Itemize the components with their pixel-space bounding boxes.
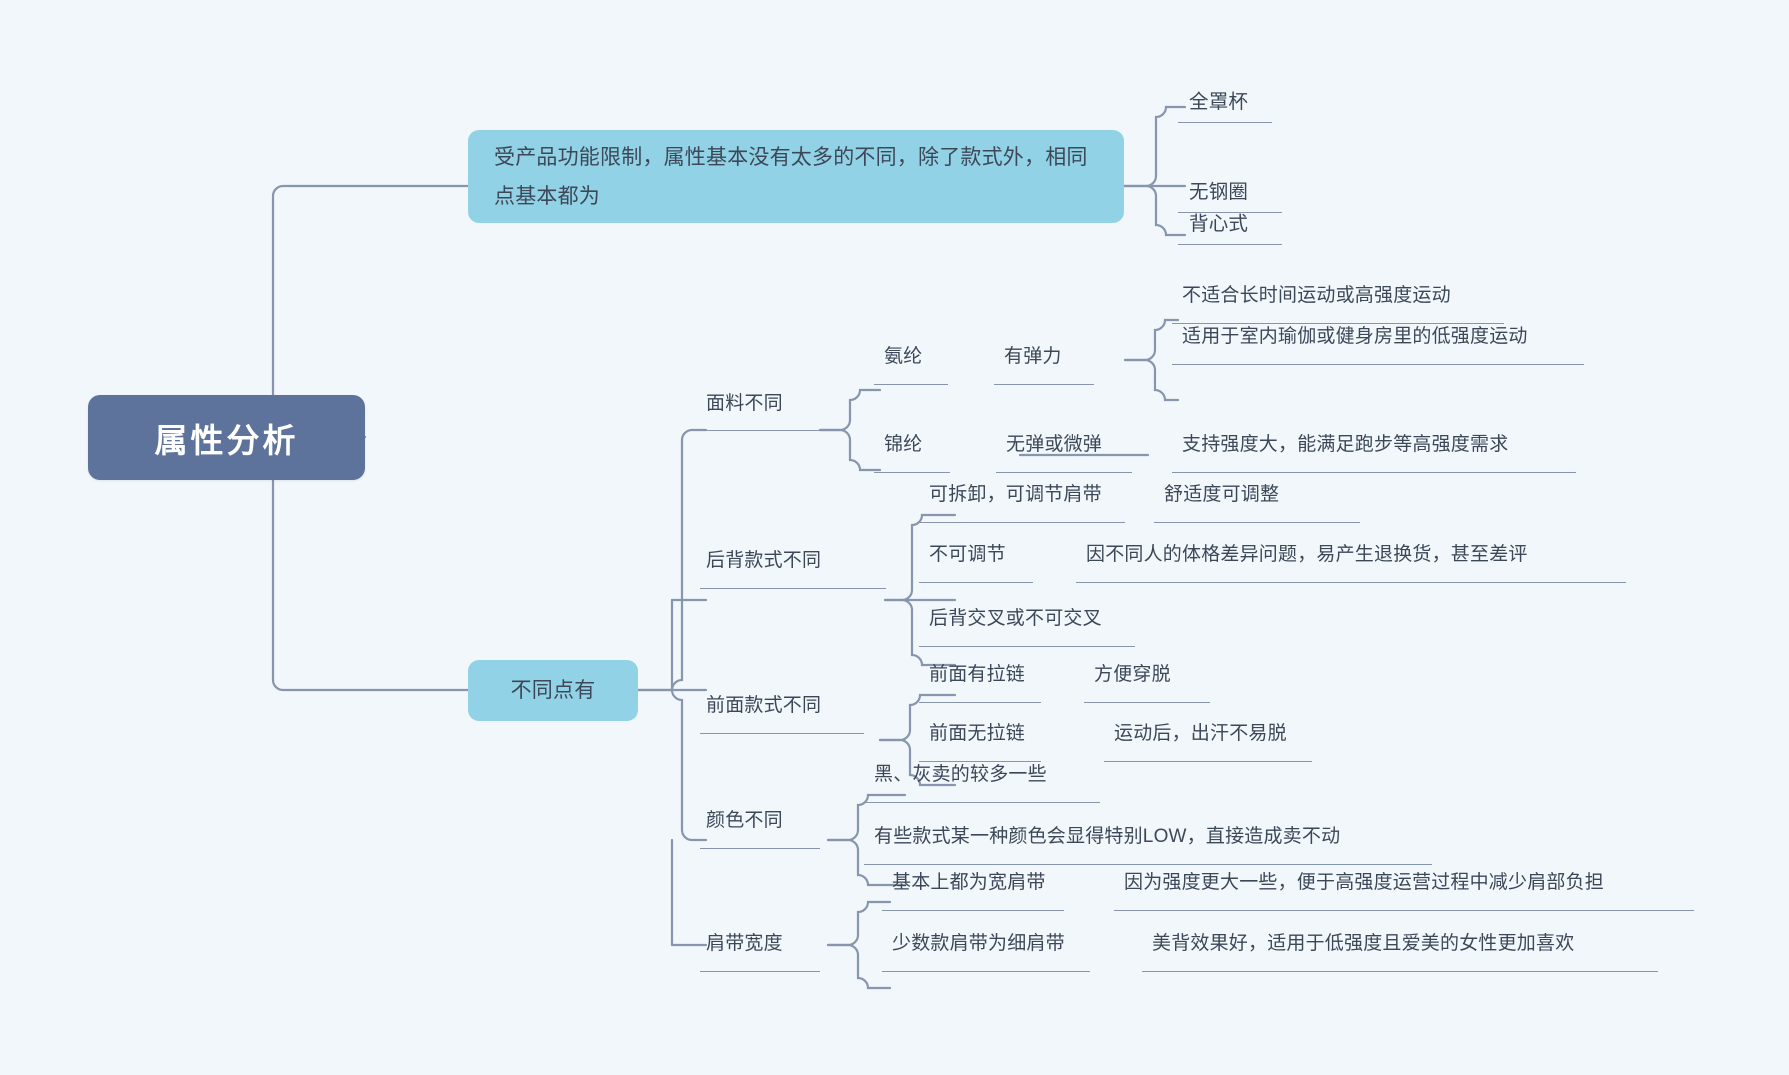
leaf-wireless[interactable]: 无钢圈 [1185, 176, 1252, 208]
item-underline [919, 522, 1125, 523]
item-detachable-strap[interactable]: 可拆卸，可调节肩带 [925, 483, 1106, 511]
group-color[interactable]: 颜色不同 [706, 805, 783, 831]
group-fabric-label: 面料不同 [706, 392, 783, 414]
leaf-wireless-label: 无钢圈 [1189, 181, 1249, 203]
leaf-vest-style-label: 背心式 [1189, 213, 1249, 235]
item-thin-strap[interactable]: 少数款肩带为细肩带 [888, 932, 1069, 960]
item-cross-back[interactable]: 后背交叉或不可交叉 [925, 607, 1106, 635]
item-nylon-property-label: 无弹或微弹 [1006, 434, 1103, 455]
item-underline [882, 910, 1064, 911]
item-wide-strap-label: 基本上都为宽肩带 [892, 872, 1046, 893]
group-underline [700, 733, 864, 734]
item-detachable-strap-label: 可拆卸，可调节肩带 [929, 484, 1102, 505]
group-back-style-label: 后背款式不同 [706, 549, 822, 571]
item-underline [1154, 522, 1360, 523]
item-detachable-strap-property[interactable]: 舒适度可调整 [1160, 483, 1283, 511]
leaf-underline [1178, 244, 1282, 245]
item-underline [864, 864, 1432, 865]
leaf-underline [1178, 122, 1272, 123]
item-spandex-label: 氨纶 [884, 346, 923, 367]
item-underline [919, 646, 1135, 647]
leaf-full-cup[interactable]: 全罩杯 [1185, 86, 1252, 118]
item-underline [1104, 761, 1312, 762]
item-color-low-label: 有些款式某一种颜色会显得特别LOW，直接造成卖不动 [874, 826, 1341, 847]
note-underline [1172, 472, 1576, 473]
item-non-adjustable[interactable]: 不可调节 [925, 543, 1010, 571]
item-nylon[interactable]: 锦纶 [880, 433, 926, 461]
group-strap-width-label: 肩带宽度 [706, 932, 783, 954]
item-cross-back-label: 后背交叉或不可交叉 [929, 608, 1102, 629]
item-underline [1084, 702, 1210, 703]
note-spandex-1-label: 不适合长时间运动或高强度运动 [1182, 285, 1451, 306]
item-wide-strap-property[interactable]: 因为强度更大一些，便于高强度运营过程中减少肩部负担 [1120, 871, 1608, 899]
item-no-front-zipper-label: 前面无拉链 [929, 723, 1026, 744]
item-front-zipper-property[interactable]: 方便穿脱 [1090, 663, 1175, 691]
item-front-zipper[interactable]: 前面有拉链 [925, 663, 1029, 691]
group-strap-width[interactable]: 肩带宽度 [706, 928, 783, 954]
group-fabric[interactable]: 面料不同 [706, 388, 783, 414]
item-spandex[interactable]: 氨纶 [880, 345, 926, 373]
item-underline [919, 582, 1033, 583]
group-underline [700, 430, 820, 431]
item-underline [919, 702, 1041, 703]
item-underline [994, 384, 1094, 385]
item-spandex-property[interactable]: 有弹力 [1000, 345, 1066, 373]
group-underline [700, 848, 820, 849]
branch-different-points[interactable]: 不同点有 [468, 660, 638, 721]
item-spandex-property-label: 有弹力 [1004, 346, 1062, 367]
note-spandex-2[interactable]: 适用于室内瑜伽或健身房里的低强度运动 [1178, 325, 1532, 353]
note-nylon-1-label: 支持强度大，能满足跑步等高强度需求 [1182, 434, 1509, 455]
item-underline [1142, 971, 1658, 972]
leaf-underline [1178, 212, 1282, 213]
branch-same-points-label: 受产品功能限制，属性基本没有太多的不同，除了款式外，相同点基本都为 [494, 146, 1088, 208]
group-front-style-label: 前面款式不同 [706, 694, 822, 716]
item-front-zipper-label: 前面有拉链 [929, 664, 1026, 685]
item-thin-strap-label: 少数款肩带为细肩带 [892, 933, 1065, 954]
item-wide-strap[interactable]: 基本上都为宽肩带 [888, 871, 1050, 899]
leaf-full-cup-label: 全罩杯 [1189, 91, 1249, 113]
item-color-popular[interactable]: 黑、灰卖的较多一些 [870, 763, 1051, 791]
item-thin-strap-property[interactable]: 美背效果好，适用于低强度且爱美的女性更加喜欢 [1148, 932, 1578, 960]
item-nylon-property[interactable]: 无弹或微弹 [1002, 433, 1106, 461]
item-front-zipper-property-label: 方便穿脱 [1094, 664, 1171, 685]
item-nylon-label: 锦纶 [884, 434, 923, 455]
item-underline [996, 472, 1132, 473]
group-back-style[interactable]: 后背款式不同 [706, 545, 821, 571]
item-underline [882, 971, 1090, 972]
item-thin-strap-property-label: 美背效果好，适用于低强度且爱美的女性更加喜欢 [1152, 933, 1575, 954]
item-no-front-zipper[interactable]: 前面无拉链 [925, 722, 1029, 750]
item-no-front-zipper-property[interactable]: 运动后，出汗不易脱 [1110, 722, 1291, 750]
note-spandex-1[interactable]: 不适合长时间运动或高强度运动 [1178, 284, 1455, 312]
group-color-label: 颜色不同 [706, 809, 783, 831]
item-color-popular-label: 黑、灰卖的较多一些 [874, 764, 1047, 785]
note-underline [1172, 323, 1504, 324]
root-node-label: 属性分析 [154, 421, 299, 459]
item-color-low[interactable]: 有些款式某一种颜色会显得特别LOW，直接造成卖不动 [870, 825, 1344, 853]
branch-different-points-label: 不同点有 [510, 678, 596, 702]
item-underline [1114, 910, 1694, 911]
item-non-adjustable-property-label: 因不同人的体格差异问题，易产生退换货，甚至差评 [1086, 544, 1528, 565]
item-underline [874, 472, 950, 473]
item-underline [919, 761, 1041, 762]
root-node[interactable]: 属性分析 [88, 395, 365, 480]
group-front-style[interactable]: 前面款式不同 [706, 690, 821, 716]
leaf-vest-style[interactable]: 背心式 [1185, 208, 1252, 240]
item-underline [1076, 582, 1626, 583]
note-spandex-2-label: 适用于室内瑜伽或健身房里的低强度运动 [1182, 326, 1528, 347]
item-underline [864, 802, 1100, 803]
item-wide-strap-property-label: 因为强度更大一些，便于高强度运营过程中减少肩部负担 [1124, 872, 1605, 893]
item-no-front-zipper-property-label: 运动后，出汗不易脱 [1114, 723, 1287, 744]
item-underline [874, 384, 948, 385]
item-non-adjustable-label: 不可调节 [929, 544, 1006, 565]
branch-same-points[interactable]: 受产品功能限制，属性基本没有太多的不同，除了款式外，相同点基本都为 [468, 130, 1124, 223]
note-underline [1172, 364, 1584, 365]
group-underline [700, 971, 820, 972]
note-nylon-1[interactable]: 支持强度大，能满足跑步等高强度需求 [1178, 433, 1512, 461]
item-detachable-strap-property-label: 舒适度可调整 [1164, 484, 1280, 505]
group-underline [700, 588, 886, 589]
item-non-adjustable-property[interactable]: 因不同人的体格差异问题，易产生退换货，甚至差评 [1082, 543, 1532, 571]
